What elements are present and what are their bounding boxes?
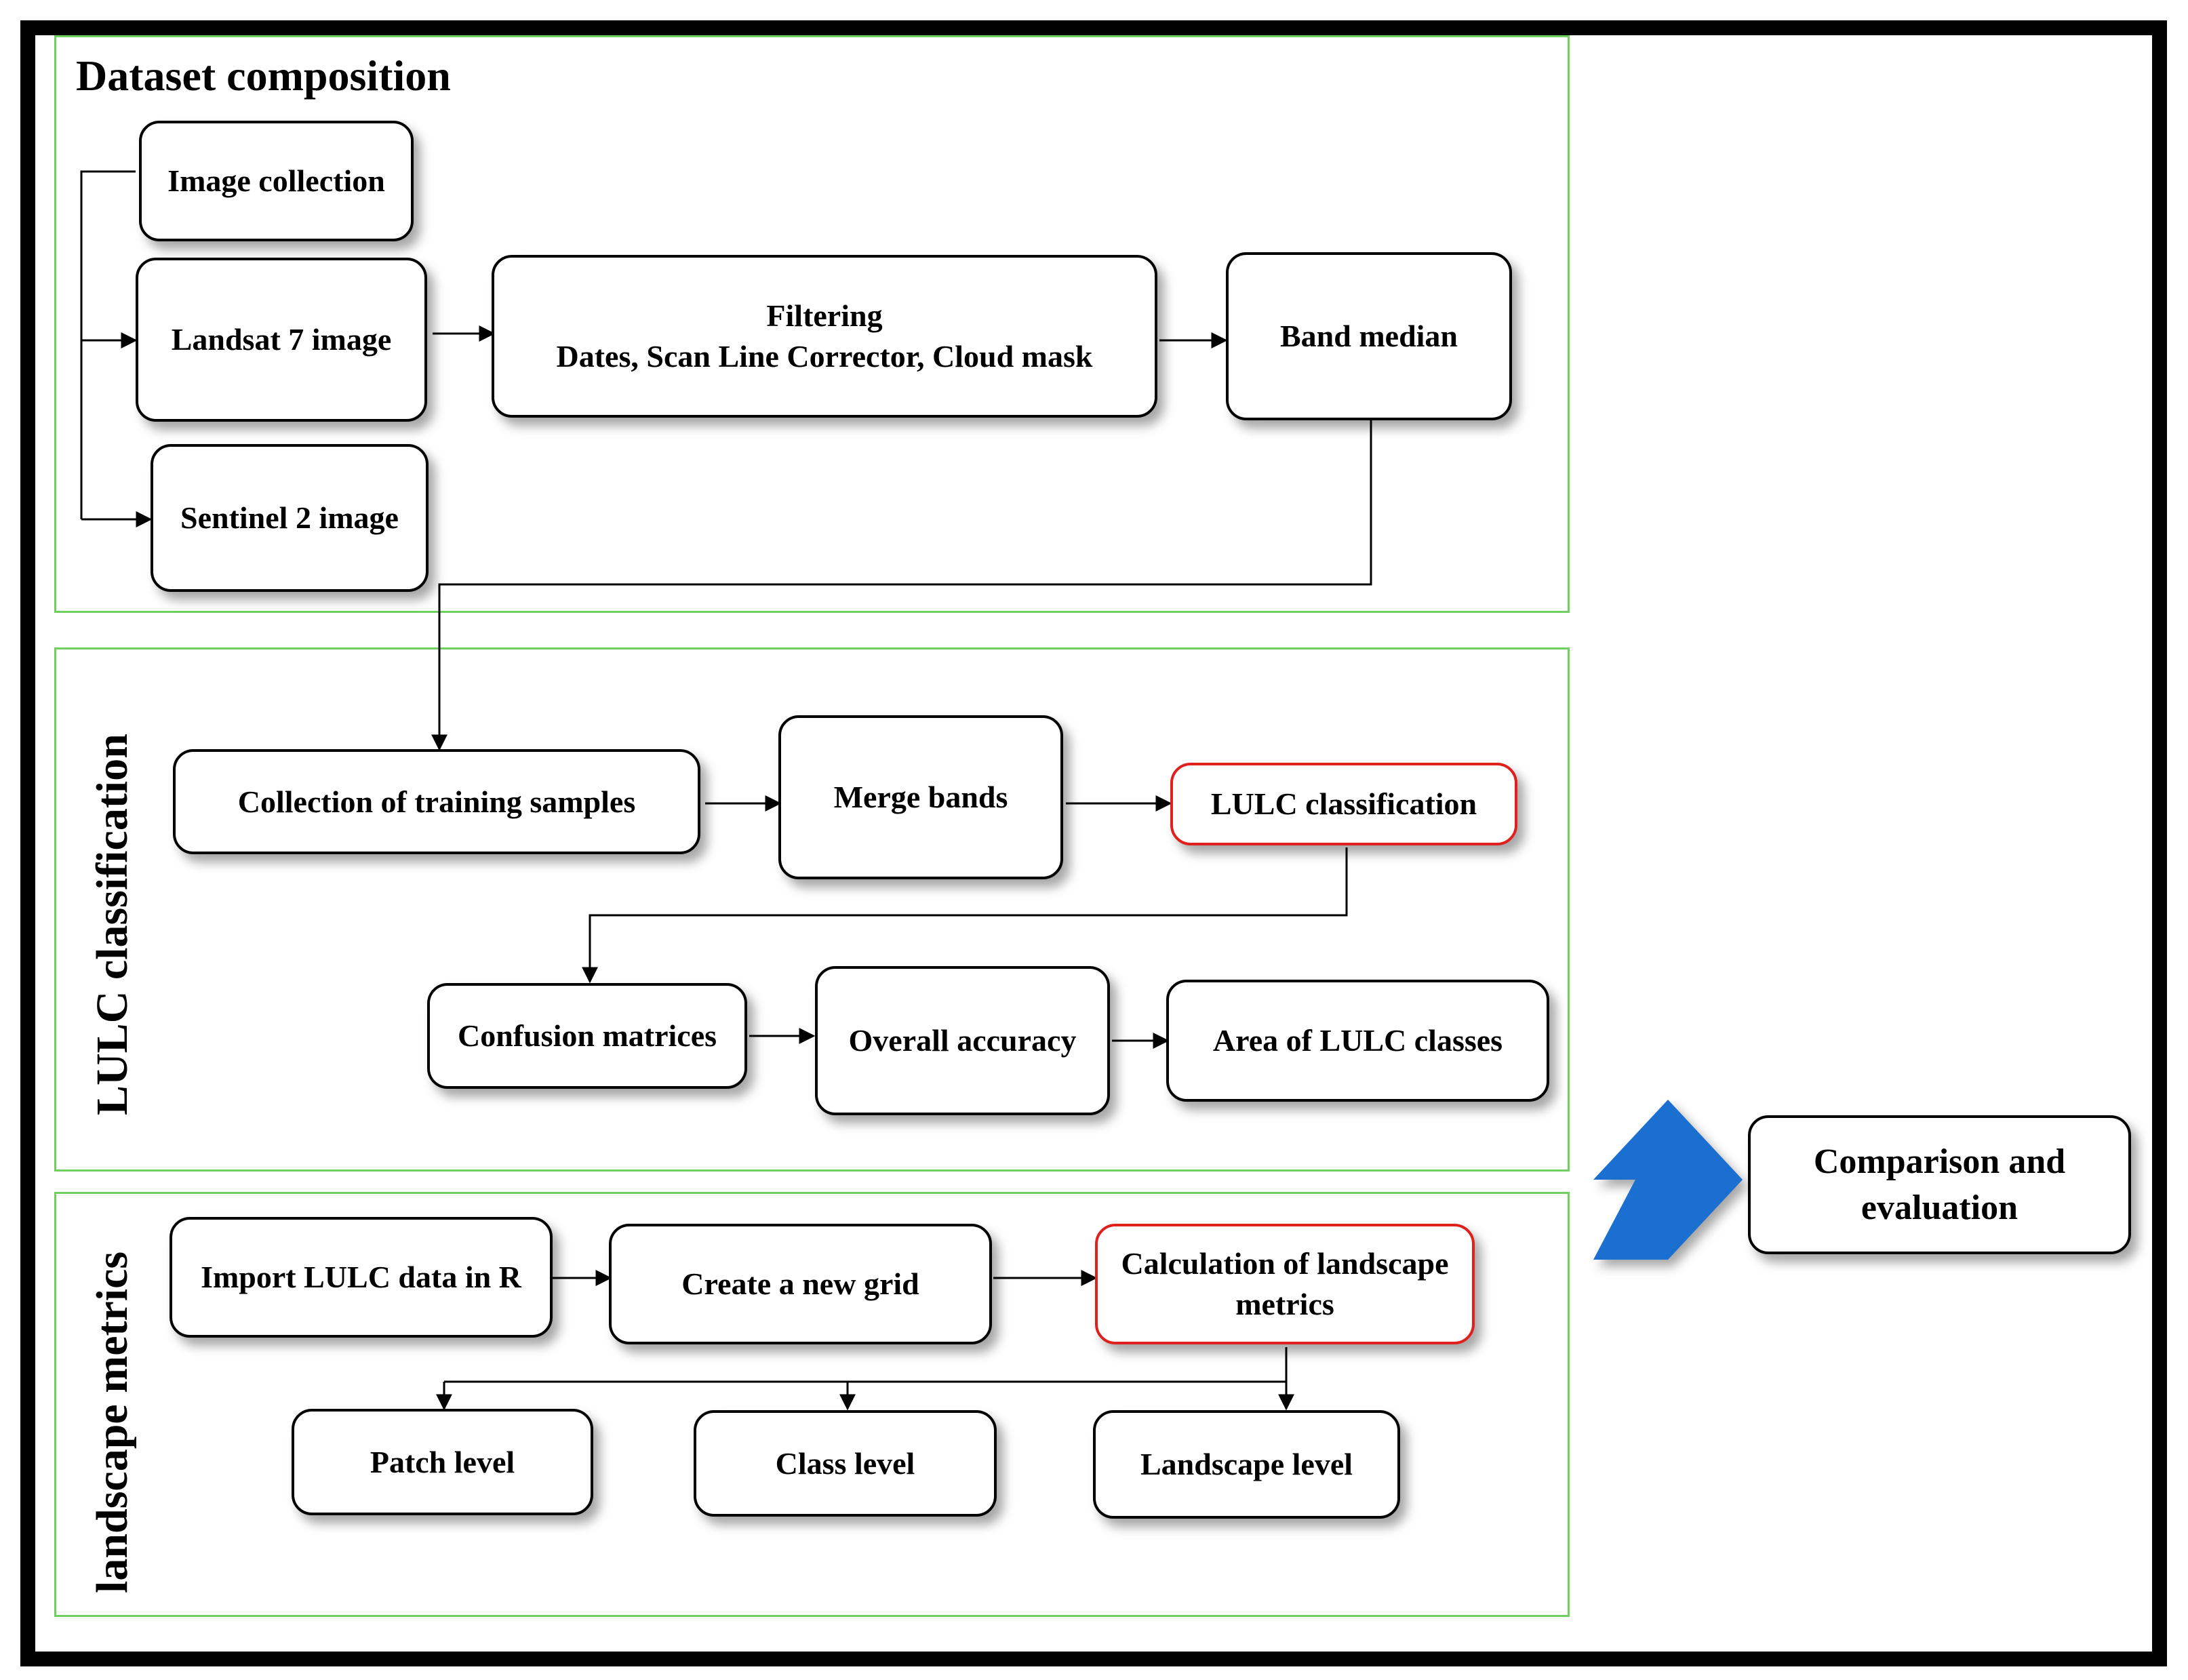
- node-class-level-label: Class level: [775, 1445, 915, 1481]
- section-lulc-classification: [54, 647, 1570, 1172]
- node-calc-metrics: Calculation of landscape metrics: [1095, 1224, 1475, 1344]
- node-lulc-classification-label: LULC classification: [1210, 786, 1477, 822]
- node-merge-bands: Merge bands: [778, 715, 1063, 879]
- node-confusion-matrices-label: Confusion matrices: [457, 1018, 717, 1054]
- node-overall-accuracy: Overall accuracy: [815, 966, 1110, 1115]
- node-area-classes: Area of LULC classes: [1166, 980, 1549, 1102]
- node-calc-metrics-line2: metrics: [1235, 1287, 1334, 1321]
- dataset-section-title: Dataset composition: [76, 52, 451, 100]
- big-arrow-icon: [1593, 1100, 1743, 1260]
- node-landscape-level: Landscape level: [1093, 1410, 1400, 1519]
- node-confusion-matrices: Confusion matrices: [427, 983, 747, 1089]
- section-dataset-composition: [54, 35, 1570, 613]
- node-image-collection: Image collection: [139, 121, 414, 241]
- node-comparison-evaluation: Comparison and evaluation: [1748, 1115, 2131, 1254]
- node-landscape-level-label: Landscape level: [1140, 1447, 1353, 1482]
- node-class-level: Class level: [694, 1410, 997, 1517]
- node-landsat7-label: Landsat 7 image: [171, 322, 392, 357]
- node-comparison-line2: evaluation: [1861, 1188, 2018, 1227]
- node-lulc-classification: LULC classification: [1170, 763, 1517, 845]
- arrow-band-median-to-training: [431, 420, 1372, 751]
- node-filtering-title: Filtering: [766, 298, 883, 334]
- node-import-lulc-label: Import LULC data in R: [201, 1260, 521, 1295]
- node-training-samples: Collection of training samples: [173, 749, 700, 854]
- node-landsat7-image: Landsat 7 image: [136, 258, 427, 422]
- node-create-grid: Create a new grid: [609, 1224, 992, 1344]
- node-calc-metrics-line1: Calculation of landscape: [1121, 1246, 1449, 1281]
- connector-calc-to-levels: [444, 1347, 1288, 1383]
- arrow-lulc-to-confusion: [582, 847, 1348, 984]
- node-training-samples-label: Collection of training samples: [237, 784, 636, 819]
- node-image-collection-label: Image collection: [167, 163, 385, 199]
- connector-image-collection-bracket: [80, 170, 136, 519]
- node-overall-accuracy-label: Overall accuracy: [848, 1023, 1077, 1058]
- node-sentinel2-label: Sentinel 2 image: [180, 500, 399, 536]
- node-filtering-detail: Dates, Scan Line Corrector, Cloud mask: [556, 339, 1093, 374]
- node-band-median: Band median: [1226, 252, 1512, 420]
- node-create-grid-label: Create a new grid: [681, 1266, 919, 1302]
- node-merge-bands-label: Merge bands: [833, 780, 1008, 815]
- node-filtering: Filtering Dates, Scan Line Corrector, Cl…: [492, 255, 1157, 418]
- node-patch-level-label: Patch level: [370, 1444, 515, 1479]
- node-area-classes-label: Area of LULC classes: [1212, 1023, 1503, 1058]
- node-sentinel2-image: Sentinel 2 image: [151, 444, 429, 592]
- node-patch-level: Patch level: [292, 1409, 593, 1515]
- node-comparison-line1: Comparison and: [1813, 1142, 2066, 1181]
- node-import-lulc: Import LULC data in R: [170, 1217, 553, 1338]
- section-landscape-metrics: [54, 1192, 1570, 1617]
- node-band-median-label: Band median: [1279, 319, 1458, 354]
